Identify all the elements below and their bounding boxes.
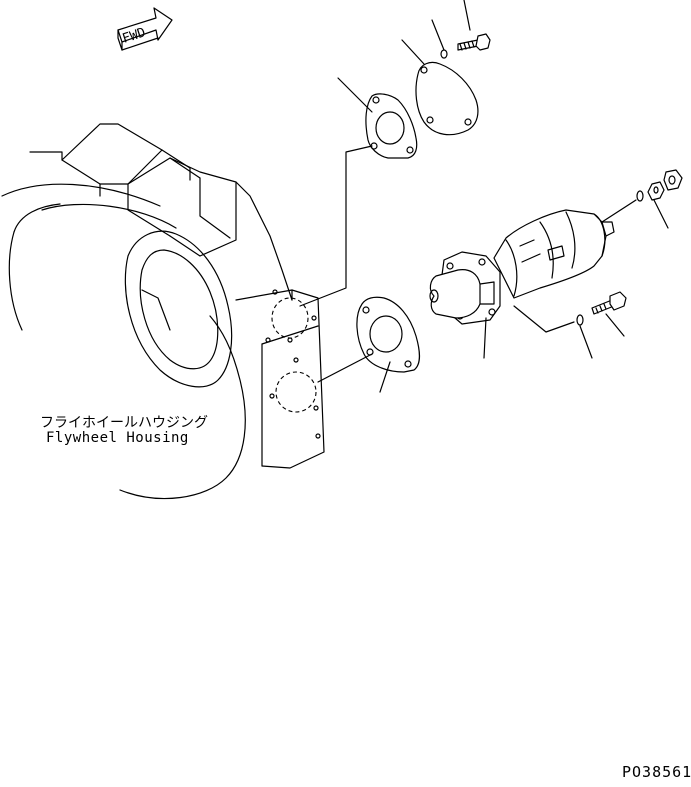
lower-gasket xyxy=(317,296,421,393)
upper-gasket xyxy=(299,77,418,307)
figure-code: PO38561 xyxy=(622,763,691,781)
nut-and-washer xyxy=(601,169,683,229)
cover-plate xyxy=(401,39,479,136)
fwd-arrow-icon: FWD xyxy=(117,7,173,51)
lower-bolt xyxy=(576,291,627,359)
fwd-label: FWD xyxy=(121,25,148,47)
flywheel-housing xyxy=(1,123,325,500)
housing-label-en: Flywheel Housing xyxy=(46,430,189,446)
top-bolt xyxy=(431,0,491,59)
starter-motor xyxy=(429,209,615,359)
housing-label-jp: フライホイールハウジング xyxy=(40,415,208,431)
